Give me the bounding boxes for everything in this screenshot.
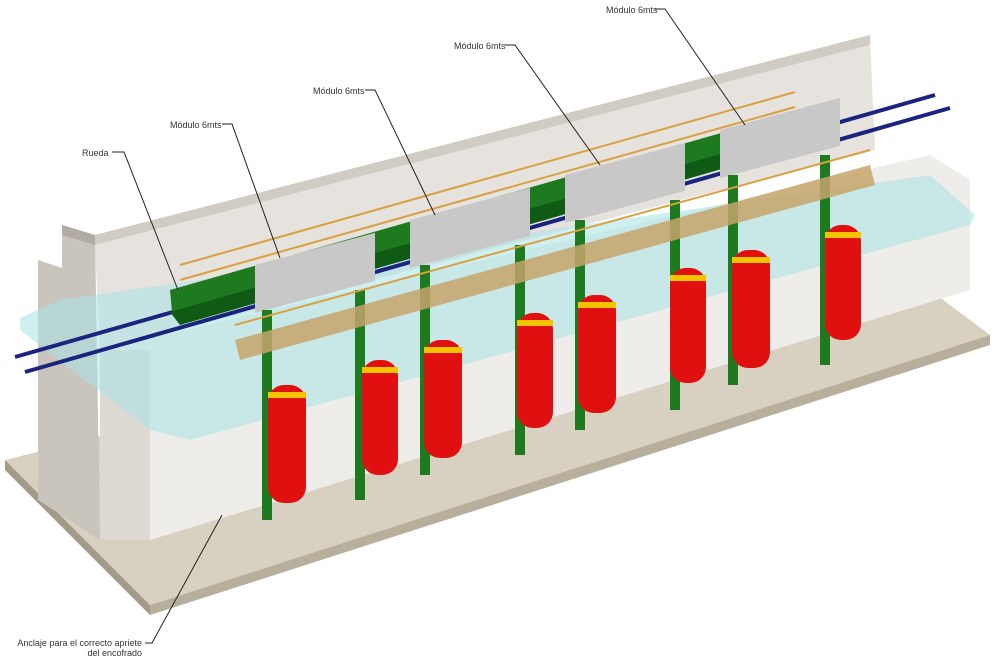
walkway	[234, 149, 875, 360]
label-modulo-1: Módulo 6mts	[170, 120, 222, 130]
top-railing	[179, 91, 796, 281]
module-4	[720, 97, 861, 385]
leader-lines	[112, 8, 746, 644]
module-2	[410, 187, 553, 475]
label-anclaje: Anclaje para el correcto apriete del enc…	[17, 638, 142, 658]
module-3	[565, 142, 706, 430]
label-modulo-2: Módulo 6mts	[313, 86, 365, 96]
label-modulo-4: Módulo 6mts	[606, 5, 658, 15]
label-rueda: Rueda	[82, 148, 109, 158]
module-1	[255, 232, 398, 520]
label-modulo-3: Módulo 6mts	[454, 41, 506, 51]
